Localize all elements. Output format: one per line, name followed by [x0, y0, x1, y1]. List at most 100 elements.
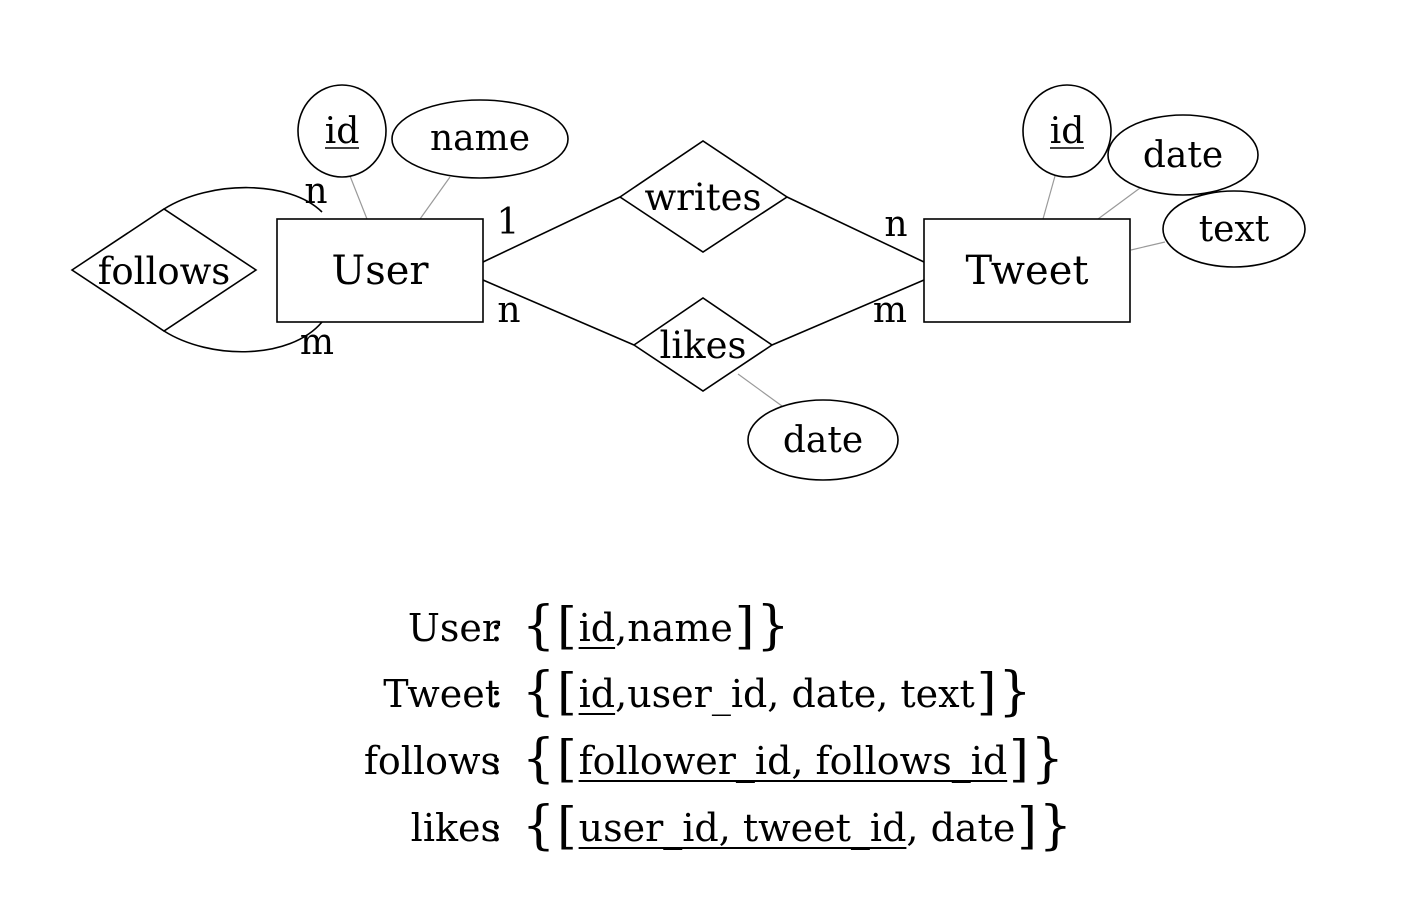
close-brace: } [1030, 729, 1064, 789]
entity-tweet: Tweet [923, 218, 1131, 323]
entity-user-box [276, 218, 484, 323]
follows-bottom-arc [163, 321, 323, 353]
other-attributes: user_id, date, text [627, 672, 975, 716]
entity-tweet-box [923, 218, 1131, 323]
attribute-connectors [349, 175, 1166, 407]
attribute-tweet-date-label: date [1143, 135, 1223, 176]
close-brace: } [998, 662, 1032, 722]
schema-relation-name: follows [363, 739, 500, 783]
cardinality-follows-bottom: m [300, 322, 334, 363]
open-bracket: [ [557, 597, 577, 655]
other-attributes: date [918, 806, 1016, 850]
user-name-link [419, 176, 451, 220]
tweet-date-link [1097, 187, 1141, 220]
attribute-tweet-id-label: id [1050, 111, 1085, 152]
attribute-tweet-text: text [1162, 190, 1306, 268]
key-separator: , [615, 672, 628, 716]
open-brace: { [522, 729, 556, 789]
schema-relation-name: Tweet [383, 672, 500, 716]
relationship-follows: follows [70, 208, 258, 332]
entity-user: User [276, 218, 484, 323]
relationship-likes-label: likes [660, 324, 747, 367]
attribute-user-name: name [391, 99, 569, 179]
schema-attributes: follower_id, follows_id [579, 729, 1008, 793]
attribute-tweet-id: id [1022, 84, 1112, 178]
attribute-tweet-date-ellipse [1107, 114, 1259, 196]
user-id-link [349, 175, 368, 220]
schema-attribute-set: { [ follower_id, follows_id ] } [522, 729, 1064, 793]
key-separator: , [615, 606, 628, 650]
attribute-tweet-text-ellipse [1162, 190, 1306, 268]
key-separator: , [906, 806, 919, 850]
relationship-writes-diamond [618, 140, 789, 253]
close-brace: } [756, 596, 790, 656]
attribute-tweet-id-ellipse [1022, 84, 1112, 178]
open-bracket: [ [557, 730, 577, 788]
primary-key-attributes: id [578, 672, 616, 716]
schema-attribute-set: { [ user_id, tweet_id, date ] } [522, 796, 1072, 860]
schema-attributes: id,name [579, 596, 733, 660]
attribute-user-name-ellipse [391, 99, 569, 179]
attribute-user-id-label: id [325, 111, 360, 152]
relationship-writes: writes [618, 140, 789, 253]
schema-row-user: User : { [ id,name ] } [0, 596, 1402, 660]
schema-colon: : [490, 739, 503, 783]
open-bracket: [ [557, 663, 577, 721]
open-brace: { [522, 662, 556, 722]
schema-relation-name: likes [410, 806, 500, 850]
close-bracket: ] [1017, 797, 1037, 855]
open-bracket: [ [557, 797, 577, 855]
attribute-likes-date-label: date [783, 420, 863, 461]
relationship-likes: likes [632, 297, 774, 392]
open-brace: { [522, 796, 556, 856]
schema-relation-name: User [407, 606, 500, 650]
attribute-likes-date: date [747, 399, 899, 481]
likes-to-tweet-link [771, 279, 925, 346]
other-attributes: name [627, 606, 733, 650]
schema-attributes: user_id, tweet_id, date [579, 796, 1016, 860]
likes-to-user-link [482, 279, 635, 346]
cardinality-likes-tweet: m [873, 290, 907, 331]
relationship-connectors [163, 186, 925, 353]
cardinality-writes-user: 1 [497, 202, 520, 243]
tweet-text-link [1130, 241, 1166, 251]
writes-to-user-link [482, 196, 621, 263]
relationship-follows-diamond [70, 208, 258, 332]
cardinality-follows-top: n [304, 171, 327, 212]
cardinality-likes-user: n [497, 290, 520, 331]
writes-to-tweet-link [786, 196, 925, 263]
tweet-id-link [1042, 175, 1056, 220]
schema-row-tweet: Tweet : { [ id,user_id, date, text ] } [0, 662, 1402, 726]
schema-colon: : [490, 806, 503, 850]
attribute-user-name-label: name [430, 118, 530, 159]
close-bracket: ] [734, 597, 755, 655]
close-bracket: ] [1009, 730, 1029, 788]
er-diagram: User Tweet follows writes likes id name … [70, 84, 1306, 481]
primary-key-attributes: follower_id, follows_id [578, 739, 1008, 783]
attribute-tweet-date: date [1107, 114, 1259, 196]
schema-colon: : [490, 606, 503, 650]
open-brace: { [522, 596, 556, 656]
likes-date-link [737, 373, 783, 407]
schema-colon: : [490, 672, 503, 716]
entity-user-label: User [331, 248, 429, 294]
relationship-follows-label: follows [98, 250, 231, 293]
follows-top-arc [163, 186, 323, 213]
attribute-user-id-ellipse [297, 84, 387, 178]
schema-attributes: id,user_id, date, text [579, 662, 975, 726]
schema-attribute-set: { [ id,user_id, date, text ] } [522, 662, 1031, 726]
relationship-writes-label: writes [645, 176, 762, 219]
cardinality-writes-tweet: n [884, 204, 907, 245]
relationship-likes-diamond [632, 297, 774, 392]
entity-tweet-label: Tweet [966, 248, 1089, 294]
close-brace: } [1038, 796, 1072, 856]
close-bracket: ] [976, 663, 997, 721]
attribute-user-id: id [297, 84, 387, 178]
primary-key-attributes: id [578, 606, 616, 650]
primary-key-attributes: user_id, tweet_id [578, 806, 907, 850]
attribute-likes-date-ellipse [747, 399, 899, 481]
attribute-tweet-text-label: text [1199, 209, 1270, 250]
schema-row-follows: follows : { [ follower_id, follows_id ] … [0, 729, 1402, 793]
schema-row-likes: likes : { [ user_id, tweet_id, date ] } [0, 796, 1402, 860]
schema-attribute-set: { [ id,name ] } [522, 596, 789, 660]
